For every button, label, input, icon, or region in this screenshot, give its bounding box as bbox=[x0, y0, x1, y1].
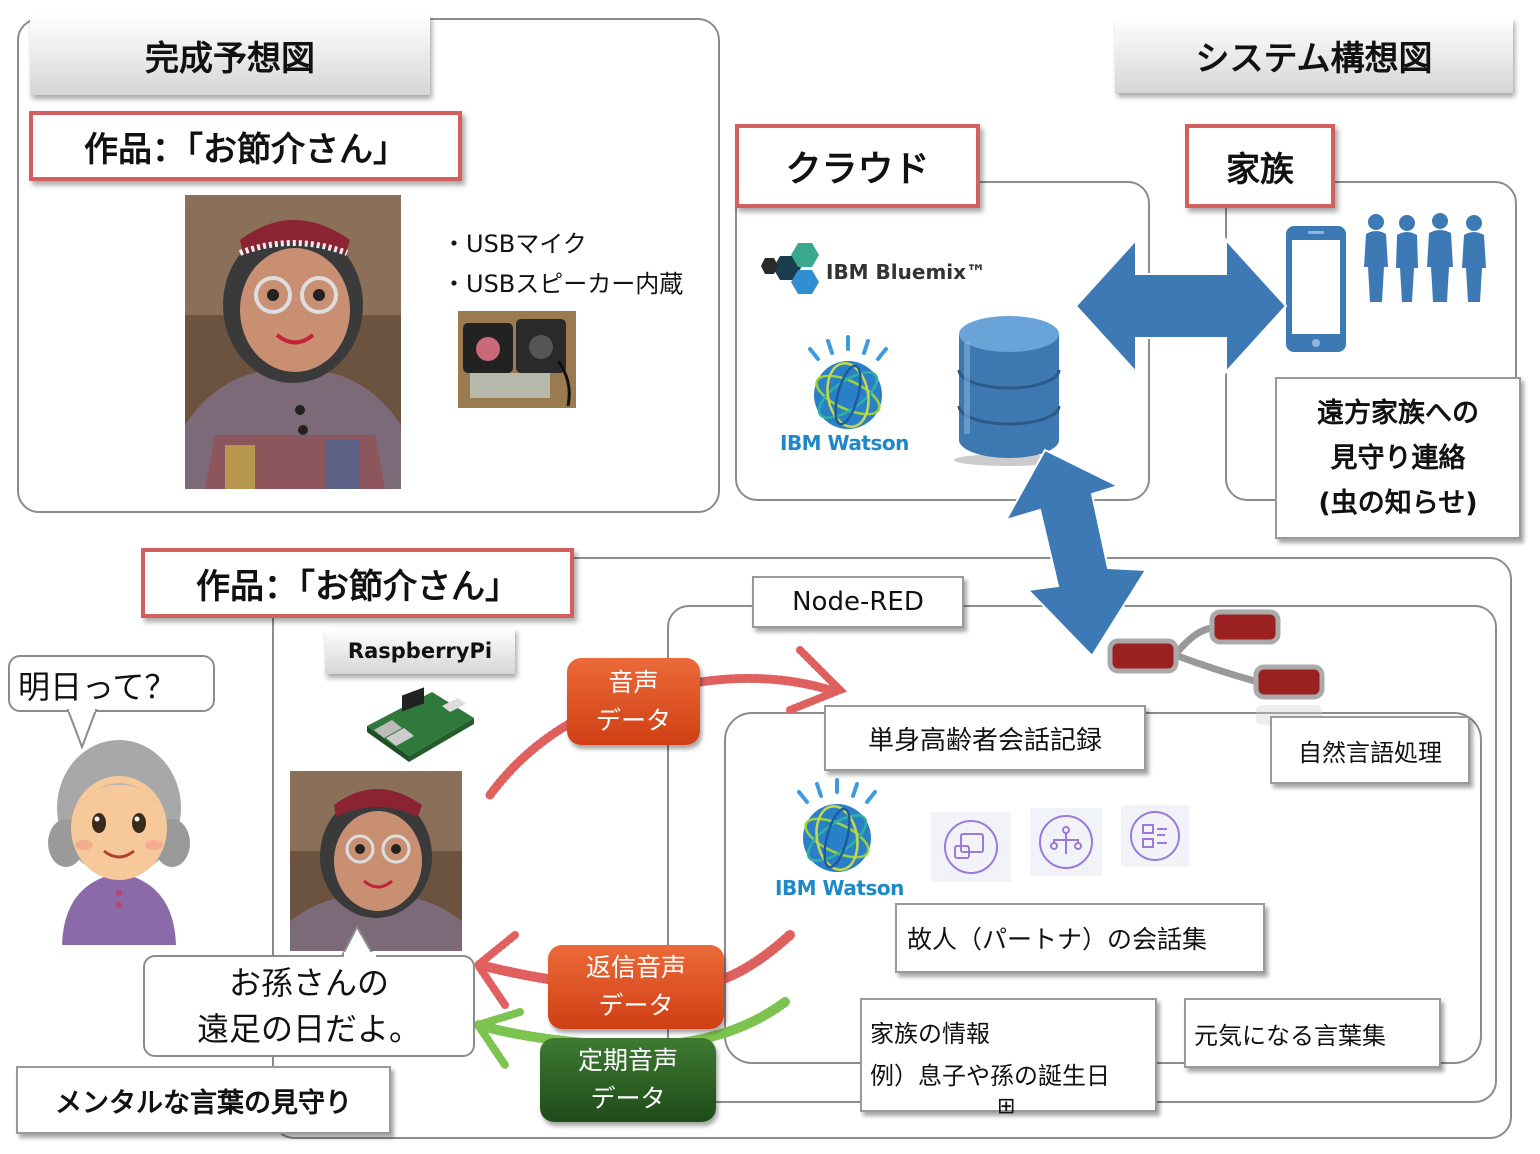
node-red-label: Node-RED bbox=[752, 576, 964, 628]
elder-speech-text: 明日って？ bbox=[18, 668, 177, 706]
watson-text-top: IBM Watson bbox=[780, 431, 909, 455]
spec-usb-speaker: ・USBスピーカー内蔵 bbox=[442, 270, 684, 298]
nlp-box: 自然言語処理 bbox=[1270, 716, 1470, 784]
periodic-voice-data-line-2: データ bbox=[590, 1084, 666, 1113]
bluemix-text: IBM Bluemix™ bbox=[826, 260, 987, 284]
voice-data-line-2: データ bbox=[595, 705, 671, 735]
family-label: 家族 bbox=[1185, 124, 1335, 208]
family-note-line-1: 遠方家族への bbox=[1317, 397, 1479, 429]
nlu-service-icon bbox=[1121, 805, 1189, 867]
mental-watch-caption: メンタルな言葉の見守り bbox=[16, 1066, 391, 1134]
doll-photo-bottom bbox=[290, 771, 462, 951]
reply-voice-data-line-2: データ bbox=[598, 991, 674, 1020]
cloud-panel bbox=[735, 181, 1150, 501]
conversation-service-icon bbox=[931, 812, 1011, 882]
deceased-conversations-box: 故人（パートナ）の会話集 bbox=[895, 903, 1265, 973]
doll-photo bbox=[185, 195, 401, 489]
watson-logo-bottom: IBM Watson bbox=[775, 778, 915, 903]
doll-bubble-tail-join bbox=[344, 952, 376, 958]
raspberrypi-label: RaspberryPi bbox=[325, 628, 515, 674]
completion-header: 完成予想図 bbox=[30, 15, 430, 95]
doll-speech-bubble: お孫さんの 遠足の日だよ。 bbox=[143, 955, 475, 1057]
periodic-voice-data-pill: 定期音声 データ bbox=[540, 1038, 716, 1122]
conversation-log-box: 単身高齢者会話記録 bbox=[824, 705, 1146, 771]
elderly-woman-icon bbox=[44, 733, 194, 945]
speaker-photo bbox=[458, 311, 576, 408]
cloud-device-arrow bbox=[1003, 448, 1148, 658]
bluemix-logo: IBM Bluemix™ bbox=[760, 238, 986, 308]
raspberrypi-board-icon bbox=[362, 684, 477, 764]
watson-logo-top: IBM Watson bbox=[778, 335, 918, 460]
voice-data-pill: 音声 データ bbox=[567, 658, 700, 745]
cloud-label: クラウド bbox=[735, 124, 980, 208]
voice-data-line-1: 音声 bbox=[608, 667, 659, 697]
family-info-box: 家族の情報 例）息子や孫の誕生日 bbox=[860, 998, 1157, 1112]
work-title-bottom: 作品：「お節介さん」 bbox=[141, 548, 574, 618]
periodic-voice-data-line-1: 定期音声 bbox=[577, 1046, 678, 1075]
database-icon bbox=[947, 312, 1072, 467]
family-note-line-3: (虫の知らせ) bbox=[1318, 487, 1478, 519]
family-silhouettes-icon bbox=[1360, 212, 1495, 304]
family-info-line-1: 家族の情報 bbox=[870, 1020, 990, 1048]
reply-voice-data-pill: 返信音声 データ bbox=[548, 945, 724, 1029]
doll-speech-line-1: お孫さんの bbox=[228, 964, 389, 1002]
elder-bubble-tail bbox=[66, 709, 98, 750]
doll-speech-line-2: 遠足の日だよ。 bbox=[196, 1010, 421, 1048]
system-header: システム構想図 bbox=[1115, 18, 1513, 93]
smartphone-icon bbox=[1284, 224, 1348, 354]
cloud-family-arrow bbox=[1074, 237, 1288, 375]
dialog-flow-service-icon bbox=[1030, 808, 1102, 876]
watson-text-bottom: IBM Watson bbox=[775, 876, 904, 900]
family-note-box: 遠方家族への 見守り連絡 (虫の知らせ) bbox=[1275, 377, 1521, 539]
spec-usb-mic: ・USBマイク bbox=[442, 230, 587, 258]
family-info-line-2: 例）息子や孫の誕生日 bbox=[870, 1062, 1110, 1090]
reply-voice-data-line-1: 返信音声 bbox=[585, 953, 686, 982]
energy-words-box: 元気になる言葉集 bbox=[1184, 998, 1441, 1068]
family-note-line-2: 見守り連絡 bbox=[1330, 442, 1466, 474]
expand-icon[interactable]: ⊞ bbox=[997, 1094, 1016, 1119]
work-title-top: 作品：「お節介さん」 bbox=[29, 111, 462, 181]
elder-speech-bubble bbox=[8, 655, 215, 712]
